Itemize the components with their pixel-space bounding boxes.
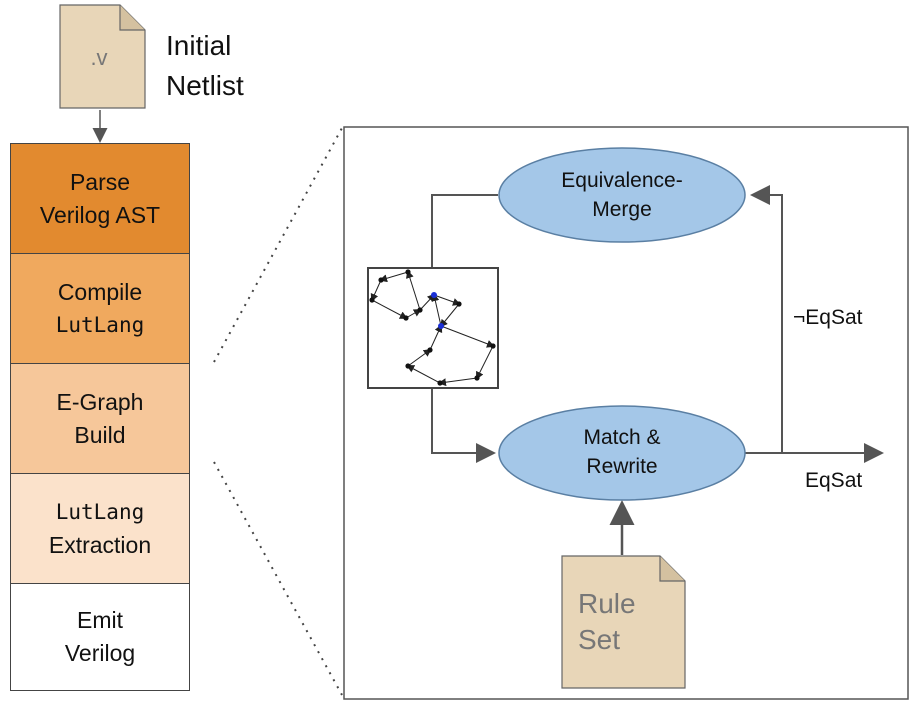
- stage-egraph-build-line1: E-Graph: [56, 388, 144, 415]
- stage-egraph-build-line2: Build: [74, 421, 126, 448]
- equivalence-merge-node: [498, 147, 746, 243]
- not-eqsat-arrow: [745, 185, 783, 454]
- rule-set-label-line1: Rule: [578, 588, 636, 619]
- stage-compile: Compile LutLang: [10, 253, 190, 363]
- egraph-nodes: [369, 269, 496, 386]
- initial-netlist-label-line1: Initial: [166, 30, 232, 61]
- stage-emit: Emit Verilog: [10, 583, 190, 691]
- egraph-icon: [370, 270, 495, 387]
- initial-netlist-label-line2: Netlist: [166, 70, 244, 101]
- egraph-box: [367, 267, 499, 389]
- stage-compile-line2: LutLang: [55, 312, 145, 337]
- stage-emit-line1: Emit: [77, 607, 123, 633]
- match-rewrite-label-line1: Match &: [583, 426, 661, 449]
- rule-set-label: Rule Set: [578, 586, 636, 658]
- equivalence-merge-label-line2: Merge: [592, 198, 652, 221]
- stage-emit-line2: Verilog: [64, 640, 136, 666]
- zoom-line-top: [213, 127, 343, 363]
- initial-netlist-label: Initial Netlist: [166, 26, 244, 106]
- stage-extraction: LutLang Extraction: [10, 473, 190, 583]
- match-rewrite-label-line2: Rewrite: [586, 455, 658, 478]
- detail-panel: [343, 126, 909, 700]
- rule-set-file-icon: [561, 555, 686, 689]
- equivalence-merge-label-line1: Equivalence-: [561, 169, 683, 192]
- match-rewrite-node: [498, 405, 746, 501]
- stage-extraction-line2: Extraction: [48, 531, 152, 558]
- eqsat-label: EqSat: [805, 469, 863, 492]
- stage-parse-line1: Parse: [69, 168, 131, 195]
- rule-set-label-line2: Set: [578, 624, 621, 655]
- merge-to-egraph-line: [431, 194, 498, 268]
- initial-file-extension: .v: [90, 45, 108, 70]
- stage-egraph-build: E-Graph Build: [10, 363, 190, 473]
- egraph-to-rewrite-arrow: [431, 388, 496, 463]
- initial-netlist-file-icon: [59, 4, 146, 109]
- equivalence-merge-label: Equivalence- Merge: [522, 166, 722, 224]
- stage-parse-line2: Verilog AST: [39, 201, 161, 228]
- not-eqsat-label: ¬EqSat: [793, 306, 863, 329]
- zoom-line-bottom: [213, 461, 343, 696]
- match-rewrite-label: Match & Rewrite: [522, 423, 722, 481]
- stage-extraction-line1: LutLang: [55, 499, 145, 524]
- stage-compile-line1: Compile: [57, 278, 143, 305]
- stage-parse: Parse Verilog AST: [10, 143, 190, 253]
